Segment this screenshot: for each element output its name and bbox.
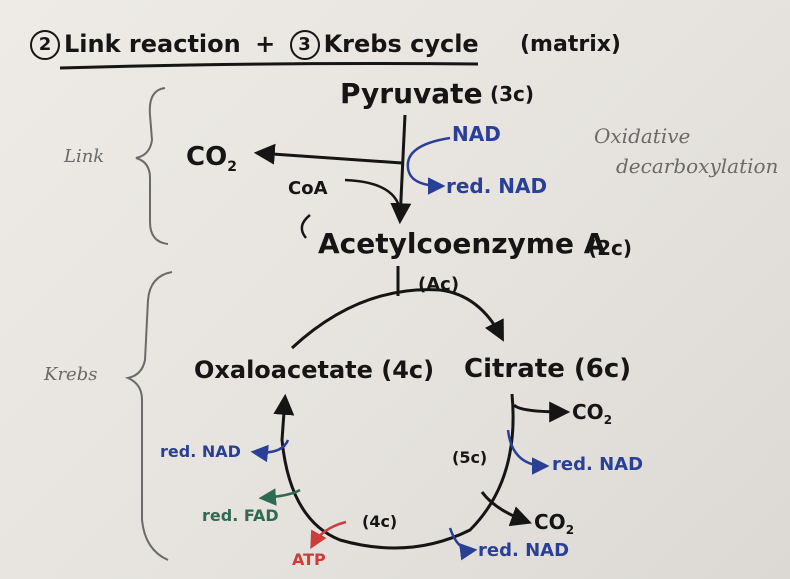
step-one-number: 2 [30, 30, 60, 60]
coa-join-arrow [344, 178, 402, 211]
coa-label: CoA [288, 178, 328, 199]
citrate-label: Citrate (6c) [464, 354, 632, 384]
krebs-bracket [124, 271, 173, 561]
five-c-co2-label: CO2 [534, 510, 575, 537]
pyruvate-to-acetyl-arrow [390, 114, 412, 225]
red-fad-arrow [258, 488, 301, 506]
citrate-red-nad-arrow [506, 429, 550, 475]
left-red-nad-arrow [250, 439, 290, 463]
oxaloacetate-label: Oxaloacetate (4c) [194, 356, 435, 384]
four-carbon-label: (4c) [362, 512, 398, 531]
acetyl-carbon-count: (2c) [588, 236, 633, 260]
title-plus: + [255, 30, 276, 58]
link-bracket-label: Link [64, 146, 105, 167]
atp-arrow [310, 520, 347, 550]
atp-label: ATP [292, 550, 326, 569]
link-red-nad-label: red. NAD [446, 174, 548, 198]
citrate-red-nad-label: red. NAD [552, 454, 644, 475]
title-underline [59, 62, 479, 70]
link-co2-label: CO2 [186, 142, 237, 176]
title-step-one: Link reaction [64, 30, 241, 58]
five-carbon-label: (5c) [452, 448, 488, 467]
five-c-co2-arrow [480, 491, 532, 527]
red-fad-label: red. FAD [202, 506, 279, 525]
link-bracket [135, 87, 169, 245]
co2-release-arrow [253, 143, 403, 165]
nad-reduction-arrow [406, 136, 451, 195]
citrate-co2-arrow [512, 401, 571, 423]
title-location: (matrix) [520, 32, 621, 57]
link-nad-label: NAD [452, 122, 501, 146]
coa-hook [300, 214, 311, 239]
citrate-co2-label: CO2 [572, 400, 613, 427]
acetylcoenzyme-label: Acetylcoenzyme A [318, 227, 606, 260]
acetyl-group-label: (Ac) [418, 274, 460, 295]
five-c-red-nad-arrow [448, 527, 478, 561]
pyruvate-label: Pyruvate [340, 77, 483, 110]
title-step-two: Krebs cycle [323, 30, 479, 58]
decarboxylation-note: decarboxylation [616, 154, 779, 178]
five-c-red-nad-label: red. NAD [478, 540, 570, 561]
krebs-bracket-label: Krebs [44, 364, 98, 385]
left-red-nad-label: red. NAD [160, 442, 241, 461]
step-two-number: 3 [289, 30, 320, 60]
oxidative-note: Oxidative [594, 124, 691, 148]
pyruvate-carbon-count: (3c) [490, 82, 535, 106]
oxaloacetate-to-citrate-arrow [290, 288, 504, 350]
cycle-loop-arrow [273, 393, 515, 550]
